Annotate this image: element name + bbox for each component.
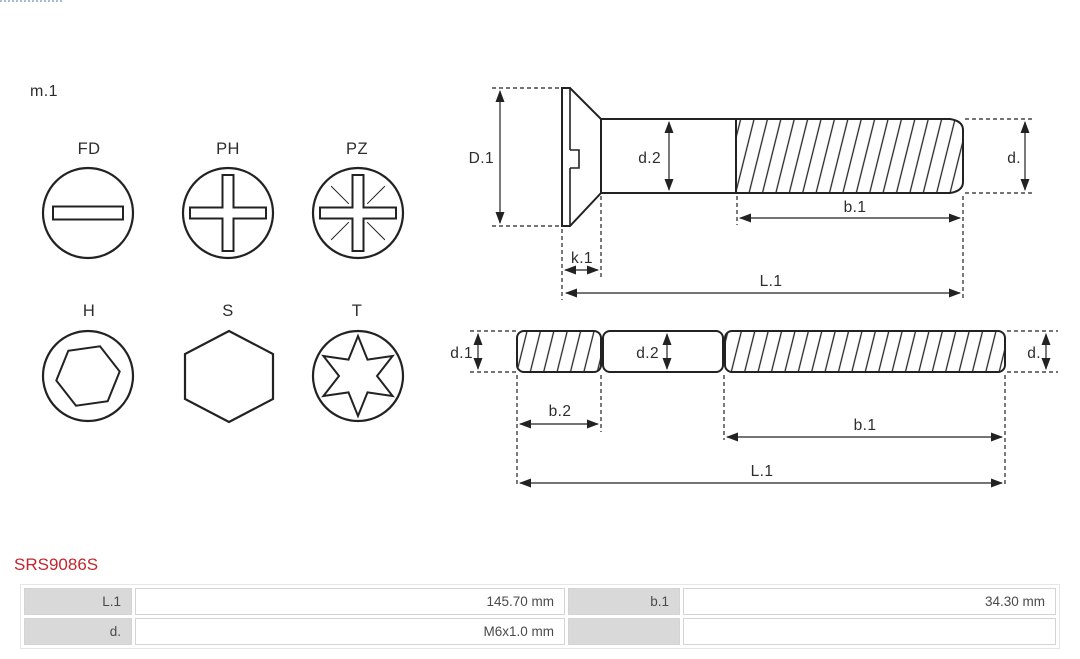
head-type-fd-label: FD — [78, 140, 101, 158]
dim-label-thread-length: b.1 — [844, 199, 867, 216]
head-type-fd-icon — [41, 166, 135, 260]
spec-label-L1: L.1 — [24, 588, 132, 615]
head-type-pz-icon — [311, 166, 405, 260]
head-type-ph-icon — [181, 166, 275, 260]
head-type-torx-icon — [311, 329, 405, 423]
dim-label-stud-shank-diameter: d.2 — [636, 345, 659, 362]
spec-label-d: d. — [24, 618, 132, 645]
screw-dimension-diagram: m.1 FD PH PZ H S T — [30, 83, 1058, 488]
spec-table-row: L.1 145.70 mm b.1 34.30 mm — [24, 588, 1056, 615]
head-type-torx-label: T — [352, 302, 362, 320]
dim-label-shank-diameter: d.2 — [638, 150, 661, 167]
head-type-hex-socket-label: H — [83, 302, 95, 320]
spec-table-row: d. M6x1.0 mm — [24, 618, 1056, 645]
spec-label-empty — [568, 618, 680, 645]
dim-label-stud-thread-diameter: d. — [1027, 345, 1041, 362]
spec-value-d: M6x1.0 mm — [135, 618, 565, 645]
dim-label-stud-total-length: L.1 — [751, 463, 774, 480]
module-label: m.1 — [30, 83, 58, 100]
spec-label-b1: b.1 — [568, 588, 680, 615]
dim-label-head-height: k.1 — [571, 250, 593, 267]
countersunk-screw-drawing: D.1 d.2 d. b.1 k.1 L.1 — [469, 87, 1035, 300]
dim-label-thread-diameter: d. — [1007, 150, 1021, 167]
part-number: SRS9086S — [14, 555, 99, 574]
spec-value-L1: 145.70 mm — [135, 588, 565, 615]
head-type-hex-head-label: S — [222, 302, 233, 320]
dim-label-head-diameter: D.1 — [469, 150, 494, 167]
spec-table: L.1 145.70 mm b.1 34.30 mm d. M6x1.0 mm — [20, 584, 1060, 649]
spec-value-b1: 34.30 mm — [683, 588, 1056, 615]
dim-label-total-length: L.1 — [760, 273, 783, 290]
head-type-hex-head-icon — [183, 329, 275, 424]
dim-label-left-thread-length: b.2 — [549, 403, 572, 420]
head-type-pz-label: PZ — [346, 140, 368, 158]
head-type-hex-socket-icon — [41, 329, 135, 423]
spec-value-empty — [683, 618, 1056, 645]
dim-label-left-thread-diameter: d.1 — [450, 345, 473, 362]
head-type-ph-label: PH — [216, 140, 240, 158]
stud-screw-drawing: d.1 d.2 d. b.2 b.1 L.1 — [450, 330, 1058, 488]
dim-label-right-thread-length: b.1 — [854, 417, 877, 434]
dotted-line-artifact — [0, 0, 62, 2]
